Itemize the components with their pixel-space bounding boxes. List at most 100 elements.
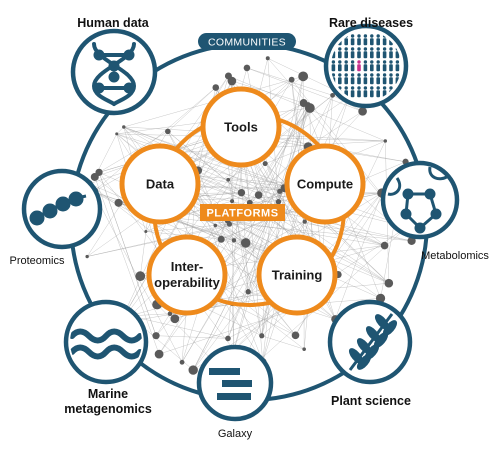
network-edge — [232, 303, 262, 336]
network-edge — [119, 129, 231, 323]
person-body — [389, 77, 393, 85]
network-edge — [88, 183, 183, 363]
network-edge — [307, 111, 363, 147]
person-body — [363, 64, 368, 72]
network-node — [302, 219, 307, 224]
network-edge — [246, 67, 363, 112]
network-edge — [231, 80, 309, 105]
person-head — [370, 47, 374, 51]
person-head — [363, 34, 368, 38]
person-body — [376, 90, 380, 98]
network-node — [226, 177, 231, 182]
person-head — [357, 47, 361, 51]
network-edge — [167, 131, 242, 193]
person-body — [357, 51, 361, 59]
community-plant-science-label: Plant science — [331, 394, 411, 408]
person-head — [350, 86, 355, 90]
person-head — [363, 47, 368, 51]
network-node — [90, 172, 99, 181]
person-body — [338, 64, 342, 72]
network-node — [275, 199, 282, 205]
platform-training[interactable]: Training — [256, 234, 338, 316]
network-edge — [267, 58, 309, 105]
network-node — [152, 332, 160, 340]
platform-data[interactable]: Data — [119, 143, 201, 225]
community-human-data[interactable]: Human data — [70, 16, 158, 116]
network-node — [231, 238, 237, 243]
network-edge — [93, 87, 216, 193]
platform-tools[interactable]: Tools — [200, 86, 282, 168]
person-body — [370, 77, 374, 85]
person-head — [357, 34, 361, 38]
person-body — [350, 38, 355, 46]
molecule-ring-icon — [387, 166, 449, 234]
platform-interoperability[interactable]: Inter- operability — [146, 234, 228, 316]
person-head — [370, 73, 374, 77]
community-rare-diseases[interactable]: Rare diseases — [323, 16, 413, 109]
network-edge — [232, 303, 296, 336]
network-node — [114, 198, 123, 207]
network-node — [265, 56, 270, 61]
network-node — [254, 191, 263, 199]
waves-icon — [70, 328, 142, 360]
person-body — [363, 90, 368, 98]
person-head — [376, 86, 380, 90]
person-body — [370, 38, 374, 46]
person-body — [338, 77, 342, 85]
person-body — [370, 64, 374, 72]
network-edge — [197, 170, 249, 292]
person-head — [363, 60, 368, 64]
network-node — [225, 335, 231, 342]
communities-tag-text: COMMUNITIES — [208, 37, 286, 49]
person-head — [357, 86, 361, 90]
community-metabolomics[interactable]: Metabolomics — [380, 160, 489, 262]
network-node — [240, 238, 251, 248]
person-body — [331, 64, 336, 72]
platform-compute[interactable]: Compute — [284, 143, 366, 225]
network-edge — [188, 172, 385, 246]
network-node — [212, 84, 220, 91]
community-human-data-label: Human data — [77, 16, 150, 30]
bead-chain-icon — [29, 191, 87, 226]
network-edge — [129, 315, 229, 339]
community-plant-science[interactable]: Plant science — [327, 299, 413, 408]
person-body — [350, 51, 355, 59]
person-body — [370, 51, 374, 59]
network-node — [291, 331, 300, 340]
community-marine-metagenomics[interactable]: Marine metagenomics — [63, 299, 152, 416]
person-head — [363, 73, 368, 77]
person-head — [363, 86, 368, 90]
person-head — [357, 73, 361, 77]
person-head — [338, 60, 342, 64]
person-body — [350, 64, 355, 72]
network-edge — [262, 96, 350, 362]
person-body — [382, 64, 387, 72]
person-head — [331, 60, 336, 64]
network-node — [281, 184, 285, 188]
person-body — [363, 51, 368, 59]
network-node — [288, 76, 295, 83]
network-node — [243, 64, 251, 72]
network-edge — [173, 217, 412, 242]
person-head — [389, 47, 393, 51]
network-edge — [269, 104, 309, 218]
person-body — [376, 64, 380, 72]
network-edge — [158, 146, 309, 355]
person-body — [338, 51, 342, 59]
network-edge — [249, 104, 309, 203]
network-node — [380, 241, 389, 250]
community-proteomics[interactable]: Proteomics — [9, 168, 103, 267]
person-head — [344, 60, 348, 64]
network-node — [384, 278, 394, 288]
community-metabolomics-label: Metabolomics — [421, 250, 489, 262]
person-head — [395, 73, 400, 77]
community-galaxy[interactable]: Galaxy — [196, 344, 274, 440]
network-edge — [155, 313, 171, 336]
network-node — [358, 107, 367, 116]
platform-interoperability-label-line2: operability — [154, 275, 221, 290]
network-node — [144, 230, 148, 234]
network-node — [230, 199, 235, 204]
network-edge — [181, 201, 279, 363]
person-body — [344, 64, 348, 72]
